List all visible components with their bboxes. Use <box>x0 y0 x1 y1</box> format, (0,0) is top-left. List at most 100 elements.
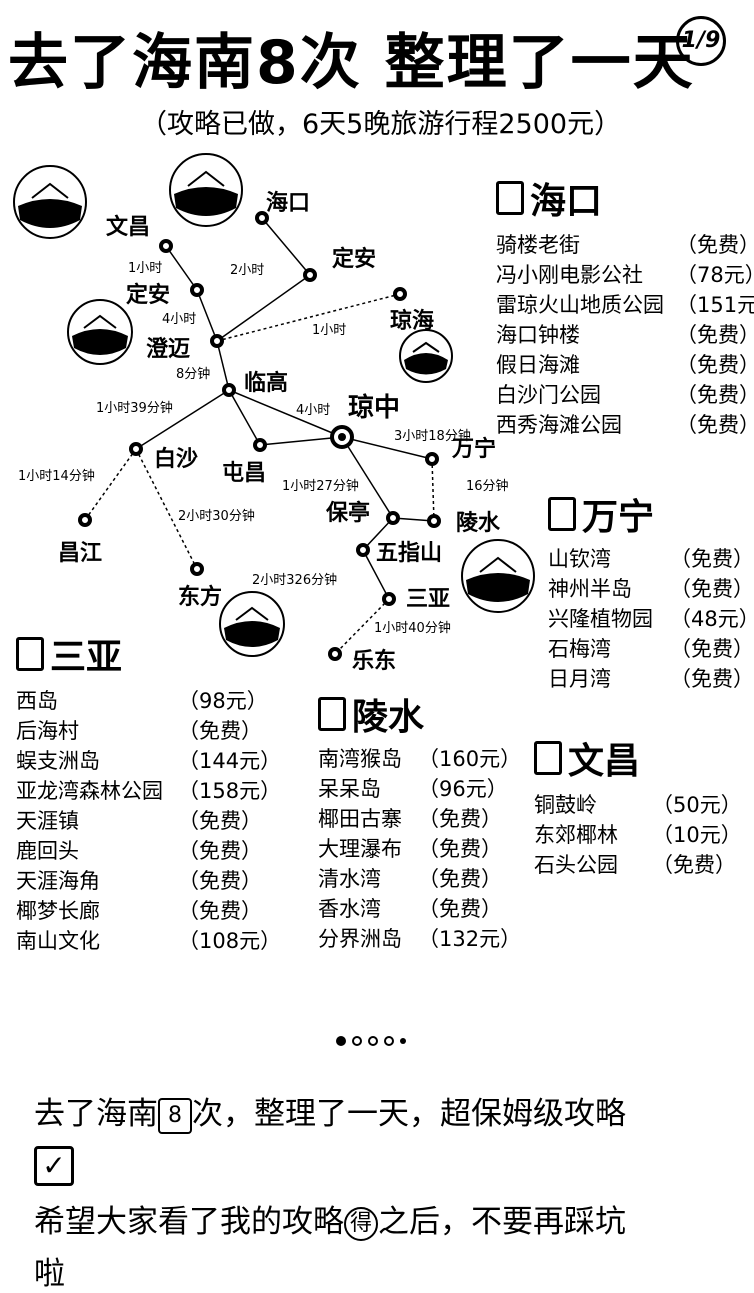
route-duration-label: 1小时 <box>128 261 162 276</box>
carousel-dot-2[interactable] <box>352 1036 362 1046</box>
route-line <box>84 448 137 521</box>
route-line <box>362 549 390 600</box>
city-label: 三亚 <box>406 587 450 612</box>
section-wenchang-title: 文昌 <box>534 732 742 784</box>
attraction-price: （78元） <box>676 263 754 287</box>
route-line <box>431 458 435 522</box>
attraction-name: 骑楼老街 <box>496 233 580 257</box>
list-item: 东郊椰林（10元） <box>534 820 742 850</box>
attraction-price: （132元） <box>418 927 522 951</box>
wanning-list: 山钦湾 （免费） 神州半岛（免费）兴隆植物园（48元）石梅湾（免费） 日月湾 （免费） <box>548 544 754 694</box>
bookmark-icon <box>496 181 524 215</box>
attraction-price: （158元） <box>178 779 282 803</box>
attraction-price: （10元） <box>652 823 742 847</box>
attraction-name: 呆呆岛 <box>318 777 381 801</box>
list-item: 南湾猴岛（160元） <box>318 744 521 774</box>
city-label: 定安 <box>126 282 170 308</box>
city-label: 海口 <box>266 190 310 216</box>
wenchang-list: 铜鼓岭（50元）东郊椰林（10元）石头公园（免费） <box>534 790 742 880</box>
list-item: 鹿回头（免费） <box>16 836 281 866</box>
scenic-illustration <box>399 329 453 383</box>
attraction-name: 神州半岛 <box>548 577 632 601</box>
route-line <box>362 517 394 551</box>
city-label: 东方 <box>178 584 222 610</box>
city-marker <box>382 592 396 606</box>
city-label: 万宁 <box>451 436 496 462</box>
list-item: 山钦湾 （免费） <box>548 544 754 574</box>
attraction-price: （免费） <box>418 837 502 861</box>
attraction-price: （免费） <box>178 719 262 743</box>
list-item: 神州半岛（免费） <box>548 574 754 604</box>
attraction-price: （免费） <box>676 353 754 377</box>
attraction-price: （免费） <box>178 869 262 893</box>
route-duration-label: 1小时40分钟 <box>374 620 451 636</box>
attraction-price: （免费） <box>676 323 754 347</box>
attraction-price: （免费） <box>652 853 736 877</box>
list-item: 亚龙湾森林公园（158元） <box>16 776 281 806</box>
attraction-name: 西岛 <box>16 689 58 713</box>
city-marker <box>190 562 204 576</box>
attraction-price: （98元） <box>178 689 268 713</box>
attraction-name: 铜鼓岭 <box>534 793 597 817</box>
caption-line-2: 希望大家看了我的攻略得之后，不要再踩坑 <box>34 1204 626 1241</box>
attraction-price: （免费） <box>178 899 262 923</box>
list-item: 蜈支洲岛（144元） <box>16 746 281 776</box>
section-wanning-title: 万宁 <box>548 488 754 540</box>
route-duration-label: 2小时30分钟 <box>178 508 255 524</box>
attraction-price: （免费） <box>418 807 502 831</box>
city-label: 陵水 <box>456 510 501 536</box>
city-label: 保亭 <box>325 500 370 526</box>
section-wanning: 万宁 山钦湾 （免费） 神州半岛（免费）兴隆植物园（48元）石梅湾（免费） 日月湾 （免… <box>548 488 754 694</box>
city-marker <box>222 383 236 397</box>
list-item: 冯小刚电影公社（78元） <box>496 260 754 290</box>
carousel-dot-3[interactable] <box>368 1036 378 1046</box>
sanya-list: 西岛（98元）后海村（免费）蜈支洲岛（144元）亚龙湾森林公园（158元）天涯镇… <box>16 686 281 956</box>
city-label: 琼中 <box>348 393 400 423</box>
route-duration-label: 4小时 <box>162 312 196 327</box>
route-line <box>135 389 230 450</box>
list-item: 雷琼火山地质公园（151元） <box>496 290 754 320</box>
city-marker <box>427 514 441 528</box>
list-item: 白沙门公园（免费） <box>496 380 754 410</box>
list-item: 天涯海角（免费） <box>16 866 281 896</box>
city-marker <box>386 511 400 525</box>
attraction-name: 西秀海滩公园 <box>496 413 622 437</box>
city-label: 澄迈 <box>146 337 190 362</box>
carousel-dot-more[interactable] <box>400 1038 406 1044</box>
attraction-name: 日月湾 <box>548 667 611 691</box>
attraction-name: 雷琼火山地质公园 <box>496 293 664 317</box>
attraction-price: （免费） <box>178 809 262 833</box>
city-label: 屯昌 <box>222 460 266 486</box>
attraction-price: （免费） <box>670 547 754 571</box>
attraction-name: 后海村 <box>16 719 79 743</box>
attraction-price: （免费） <box>670 637 754 661</box>
list-item: 南山文化（108元） <box>16 926 281 956</box>
city-marker <box>210 334 224 348</box>
list-item: 石梅湾（免费） <box>548 634 754 664</box>
city-marker <box>356 543 370 557</box>
section-lingshui-title: 陵水 <box>318 688 521 740</box>
route-duration-label: 2小时 <box>230 263 264 278</box>
scenic-illustration <box>13 165 87 239</box>
list-item: 兴隆植物园（48元） <box>548 604 754 634</box>
scenic-illustration <box>67 299 133 365</box>
city-label: 白沙 <box>154 446 198 472</box>
scenic-illustration <box>219 591 285 657</box>
list-item: 清水湾（免费） <box>318 864 521 894</box>
attraction-name: 白沙门公园 <box>496 383 601 407</box>
list-item: 假日海滩（免费） <box>496 350 754 380</box>
list-item: 椰梦长廊（免费） <box>16 896 281 926</box>
list-item: 分界洲岛（132元） <box>318 924 521 954</box>
attraction-name: 山钦湾 <box>548 547 611 571</box>
list-item: 香水湾（免费） <box>318 894 521 924</box>
route-duration-label: 2小时326分钟 <box>252 572 337 588</box>
carousel-dots[interactable] <box>336 1036 406 1046</box>
list-item: 呆呆岛（96元） <box>318 774 521 804</box>
carousel-dot-1[interactable] <box>336 1036 346 1046</box>
carousel-dot-4[interactable] <box>384 1036 394 1046</box>
section-sanya: 三亚 西岛（98元）后海村（免费）蜈支洲岛（144元）亚龙湾森林公园（158元）… <box>16 628 281 956</box>
route-line <box>135 448 198 570</box>
post-subtitle: （攻略已做，6天5晚旅游行程2500元） <box>140 109 622 140</box>
route-line <box>216 293 401 342</box>
list-item: 骑楼老街（免费） <box>496 230 754 260</box>
